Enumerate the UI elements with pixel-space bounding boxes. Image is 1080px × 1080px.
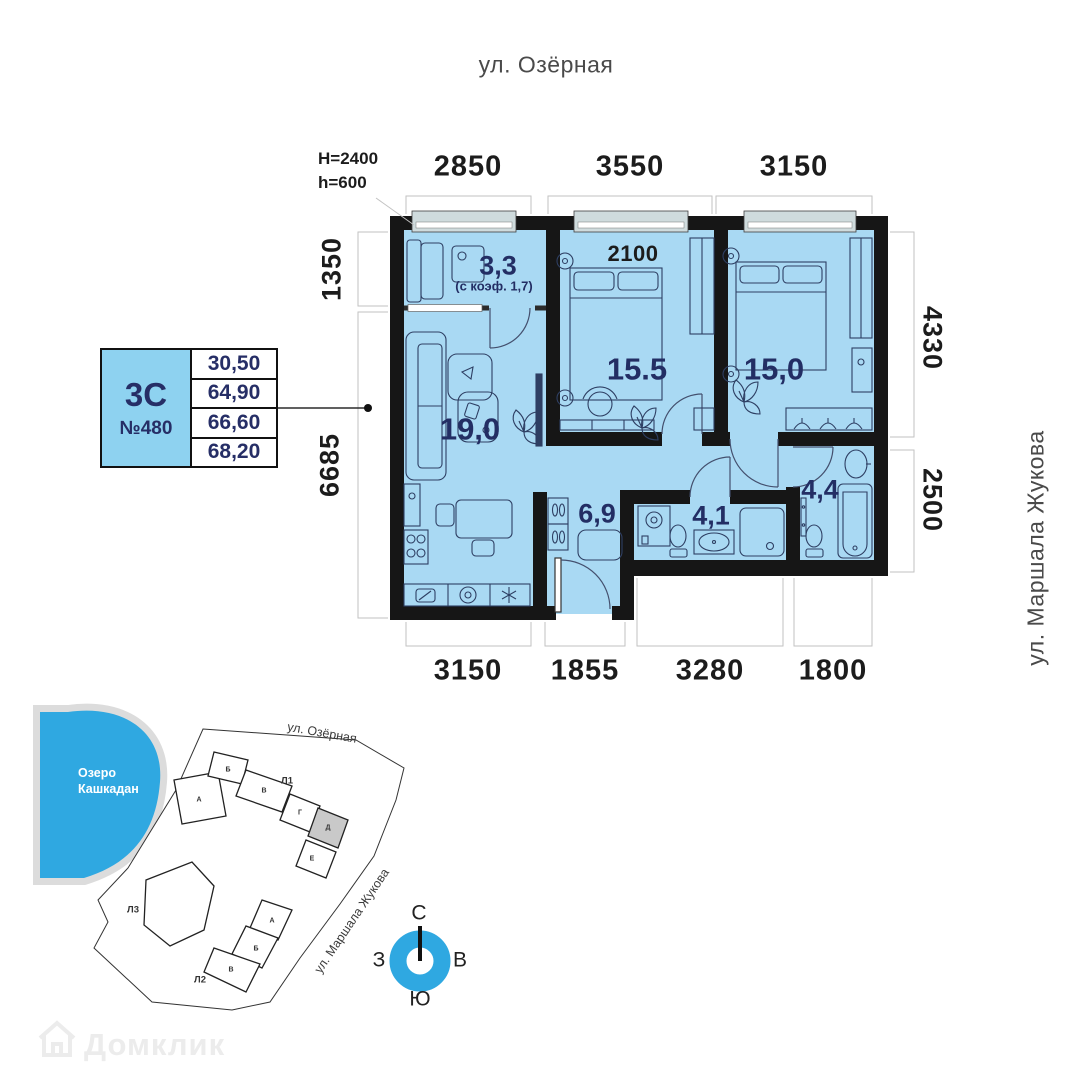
map-section-l2-b: Б <box>253 945 259 953</box>
door-bathroom2 <box>792 446 834 488</box>
dim-top-1: 2850 <box>433 150 503 183</box>
dim-left-1: 1350 <box>316 236 347 302</box>
room-area-bathroom1: 4,1 <box>692 500 730 531</box>
map-section-l1-g: Г <box>298 809 302 817</box>
room-area-hall: 6,9 <box>578 498 616 529</box>
area-value-3: 66,60 <box>192 409 276 439</box>
room-area-bedroom2: 15,0 <box>743 351 805 387</box>
apartment-type-cell: 3С №480 <box>102 350 192 466</box>
map-section-l1-e: Е <box>309 855 315 863</box>
map-section-l1-d: Д <box>325 824 331 832</box>
dim-top-3: 3150 <box>759 150 829 183</box>
dimension-brackets <box>357 195 915 647</box>
door-bathroom1 <box>689 456 731 498</box>
map-section-l2-v: В <box>228 966 234 974</box>
dim-right-1: 4330 <box>917 305 948 371</box>
apartment-areas: 30,50 64,90 66,60 68,20 <box>192 350 276 466</box>
area-value-4: 68,20 <box>207 440 261 464</box>
dim-bottom-4: 1800 <box>798 654 868 687</box>
info-leader <box>278 404 372 412</box>
room-area-living: 19,0 <box>439 411 501 447</box>
room-area-bedroom1: 15.5 <box>606 351 668 387</box>
street-label-top: ул. Озёрная <box>478 51 614 78</box>
lake-name: Озеро Кашкадан <box>78 766 139 796</box>
building-l3 <box>143 861 215 947</box>
area-value-1: 30,50 <box>192 350 276 380</box>
map-building-label-l2: Л2 <box>194 974 206 986</box>
furniture-hall <box>547 497 623 561</box>
street-label-right: ул. Маршала Жукова <box>1022 430 1049 666</box>
dim-left-2: 6685 <box>314 432 345 498</box>
building-l2 <box>203 899 293 993</box>
map-section-l2-a: А <box>269 917 275 925</box>
dim-ceiling-height: H=2400 <box>318 149 379 168</box>
apartment-number: №480 <box>119 418 173 439</box>
compass-south: Ю <box>409 987 431 1011</box>
furniture-bedroom1 <box>556 237 715 441</box>
building-l1 <box>173 751 349 879</box>
dim-bottom-3: 3280 <box>675 654 745 687</box>
doors <box>489 307 834 613</box>
furniture-bathroom1 <box>637 505 785 558</box>
furniture-balcony <box>406 239 485 303</box>
window-balcony <box>411 210 517 233</box>
map-building-label-l1: Л1 <box>281 775 293 787</box>
room-coef-balcony: (с коэф. 1,7) <box>455 278 533 294</box>
dim-right-2: 2500 <box>917 467 948 533</box>
compass-north: С <box>411 901 427 925</box>
compass-east: В <box>452 948 468 972</box>
room-area-balcony: 3,3 <box>479 250 517 281</box>
watermark-logo: Домклик <box>84 1027 226 1062</box>
map-section-l1-b: Б <box>225 766 231 774</box>
room-area-bathroom2: 4,4 <box>801 474 839 505</box>
lake <box>40 710 161 878</box>
apartment-type: 3С <box>124 376 168 413</box>
door-entrance <box>554 557 611 613</box>
furniture-bedroom2 <box>722 237 873 431</box>
dim-bottom-1: 3150 <box>433 654 503 687</box>
window-bedroom2 <box>743 210 857 233</box>
dim-bed-width: 2100 <box>607 241 659 266</box>
walls <box>390 216 888 620</box>
door-balcony <box>489 307 531 349</box>
area-value-2: 64,90 <box>192 380 276 409</box>
map-section-l1-a: А <box>196 796 202 804</box>
dim-sill-height: h=600 <box>318 173 367 192</box>
furniture-living <box>403 331 543 607</box>
dim-top-2: 3550 <box>595 150 665 183</box>
site-map <box>33 703 405 1011</box>
building-section-highlighted <box>307 807 349 849</box>
windows <box>411 210 857 233</box>
fridge-icon <box>501 587 517 603</box>
compass <box>389 926 451 992</box>
door-bedroom2 <box>729 438 779 488</box>
map-building-label-l3: Л3 <box>127 904 139 916</box>
apartment-info-box: 3С №480 30,50 64,90 66,60 68,20 <box>100 348 278 468</box>
dim-bottom-2: 1855 <box>550 654 620 687</box>
furniture-bathroom2 <box>800 449 873 559</box>
apartment-floor <box>396 222 882 614</box>
map-section-l1-v: В <box>261 787 267 795</box>
window-bedroom1 <box>573 210 689 233</box>
watermark-house-icon <box>38 1020 76 1057</box>
door-bedroom1 <box>661 393 703 435</box>
compass-west: З <box>372 948 386 972</box>
balcony-divider <box>404 302 546 314</box>
